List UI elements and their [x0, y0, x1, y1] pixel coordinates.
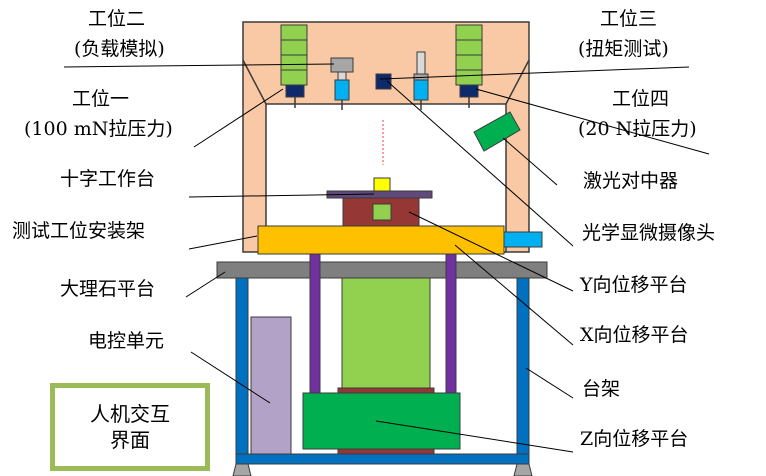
station3-sublabel: (扭矩测试) — [578, 38, 669, 60]
hmi-label-line1: 人机交互 — [90, 402, 170, 426]
optical-camera-label: 光学显微摄像头 — [582, 222, 716, 244]
mount-frame-label: 测试工位安装架 — [12, 220, 146, 242]
support-columns — [309, 253, 457, 456]
laser-centering-label: 激光对中器 — [583, 170, 679, 192]
rack — [232, 277, 533, 476]
station4-sublabel: (20 N拉压力) — [578, 118, 697, 140]
marble-platform — [216, 261, 548, 279]
hmi-interface-box: 人机交互 界面 — [50, 383, 210, 471]
station2-actuator — [330, 57, 354, 110]
control-unit-label: 电控单元 — [88, 330, 165, 352]
control-unit — [250, 316, 292, 455]
station2-label: 工位二 — [88, 8, 146, 30]
z-stage-label: Z向位移平台 — [580, 428, 689, 450]
station1-label: 工位一 — [72, 88, 130, 110]
marble-platform-label: 大理石平台 — [60, 278, 156, 300]
x-stage-label: X向位移平台 — [580, 324, 689, 346]
rack-label: 台架 — [582, 378, 621, 400]
station4-label: 工位四 — [612, 88, 670, 110]
station1-sublabel: (100 mN拉压力) — [24, 118, 173, 140]
laser-centering-device — [473, 111, 521, 152]
hmi-label-line2: 界面 — [110, 428, 150, 452]
y-stage-label: Y向位移平台 — [580, 274, 688, 296]
station4-sensor — [455, 24, 483, 108]
station1-sensor — [280, 24, 308, 108]
stage-assembly — [257, 177, 543, 255]
z-stage — [302, 392, 461, 450]
station2-sublabel: (负载模拟) — [74, 38, 165, 60]
station3-label: 工位三 — [600, 8, 658, 30]
leader-lines — [63, 63, 710, 453]
cross-table-label: 十字工作台 — [60, 168, 156, 190]
optical-camera — [375, 73, 392, 165]
